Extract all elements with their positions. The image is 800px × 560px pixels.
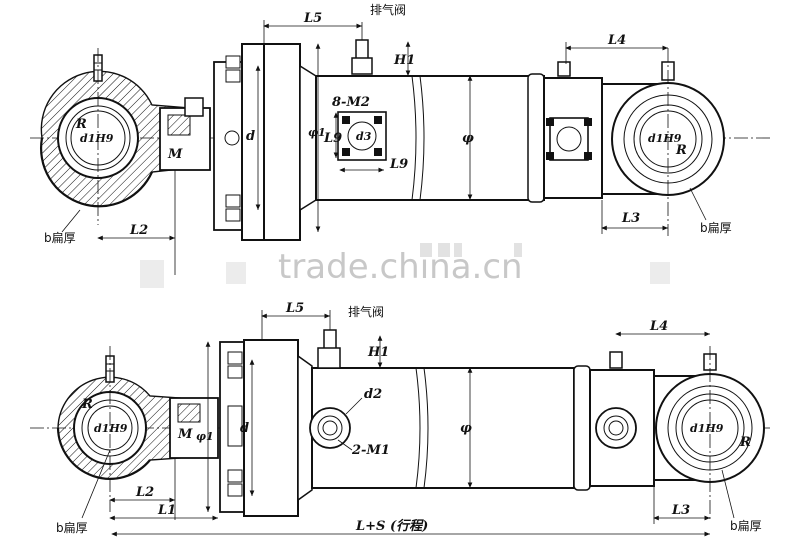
- top-label-d1H9-left: d1H9: [80, 132, 114, 145]
- bottom-label-R-right: R: [739, 435, 751, 450]
- top-labels: L5 排气阀 H1 L4 8-M2 L9 L9 d3 M d φ1 φ R d1…: [44, 2, 732, 245]
- top-label-phi: φ: [462, 131, 474, 146]
- top-label-R-right: R: [675, 143, 687, 158]
- bottom-label-b-thick-right: b扁厚: [730, 519, 762, 533]
- top-label-L3: L3: [621, 211, 640, 226]
- bottom-label-M: M: [177, 427, 193, 442]
- bottom-barrel: [309, 310, 655, 491]
- top-dimensions: [61, 20, 707, 241]
- bottom-dimensions: [81, 310, 735, 537]
- bottom-label-H1: H1: [367, 345, 389, 360]
- bottom-label-L3: L3: [671, 503, 690, 518]
- top-label-R-left: R: [75, 117, 87, 132]
- bottom-label-d1H9-right: d1H9: [690, 422, 724, 435]
- top-label-vent-valve: 排气阀: [370, 2, 406, 17]
- bottom-label-phi: φ: [460, 421, 472, 436]
- top-label-b-thick-right: b扁厚: [700, 221, 732, 235]
- bottom-label-d1H9-left: d1H9: [94, 422, 128, 435]
- top-label-H1: H1: [393, 53, 415, 68]
- bottom-label-d: d: [240, 421, 249, 436]
- bottom-view: L5 排气阀 H1 L4 d2 2-M1 M φ1 d φ R d1H9 d1H…: [30, 301, 770, 537]
- bottom-flange: [219, 339, 313, 517]
- top-label-bolts: 8-M2: [332, 95, 370, 110]
- bottom-label-d2: d2: [364, 387, 382, 402]
- bottom-labels: L5 排气阀 H1 L4 d2 2-M1 M φ1 d φ R d1H9 d1H…: [56, 301, 762, 535]
- top-label-phi1: φ1: [308, 126, 326, 139]
- bottom-label-L1: L1: [157, 503, 176, 518]
- top-barrel: [315, 22, 603, 203]
- watermark: trade.china.cn: [140, 243, 670, 288]
- bottom-right-eye: [653, 346, 765, 522]
- top-label-L9-horizontal: L9: [389, 157, 408, 172]
- bottom-label-L2: L2: [135, 485, 154, 500]
- top-left-clevis: [40, 48, 211, 275]
- bottom-label-L-plus-S: L+S (行程): [355, 518, 428, 534]
- watermark-text: trade.china.cn: [278, 247, 523, 287]
- top-label-L9-vertical: L9: [323, 131, 342, 146]
- top-right-eye: [601, 48, 725, 236]
- top-label-L4: L4: [607, 33, 626, 48]
- top-flange: [213, 43, 317, 241]
- bottom-label-phi1: φ1: [196, 430, 214, 443]
- bottom-label-L5: L5: [285, 301, 304, 316]
- top-label-d: d: [246, 129, 255, 144]
- bottom-label-ports: 2-M1: [351, 443, 390, 458]
- bottom-label-vent-valve: 排气阀: [348, 304, 384, 319]
- bottom-label-R-left: R: [81, 397, 93, 412]
- top-label-d1H9-right: d1H9: [648, 132, 682, 145]
- bottom-label-L4: L4: [649, 319, 668, 334]
- top-label-L5: L5: [303, 11, 322, 26]
- top-label-M: M: [167, 147, 183, 162]
- top-label-d3: d3: [356, 130, 372, 143]
- bottom-label-b-thick-left: b扁厚: [56, 521, 88, 535]
- top-label-L2: L2: [129, 223, 148, 238]
- top-view: L5 排气阀 H1 L4 8-M2 L9 L9 d3 M d φ1 φ R d1…: [30, 2, 770, 275]
- top-label-b-thick-left: b扁厚: [44, 231, 76, 245]
